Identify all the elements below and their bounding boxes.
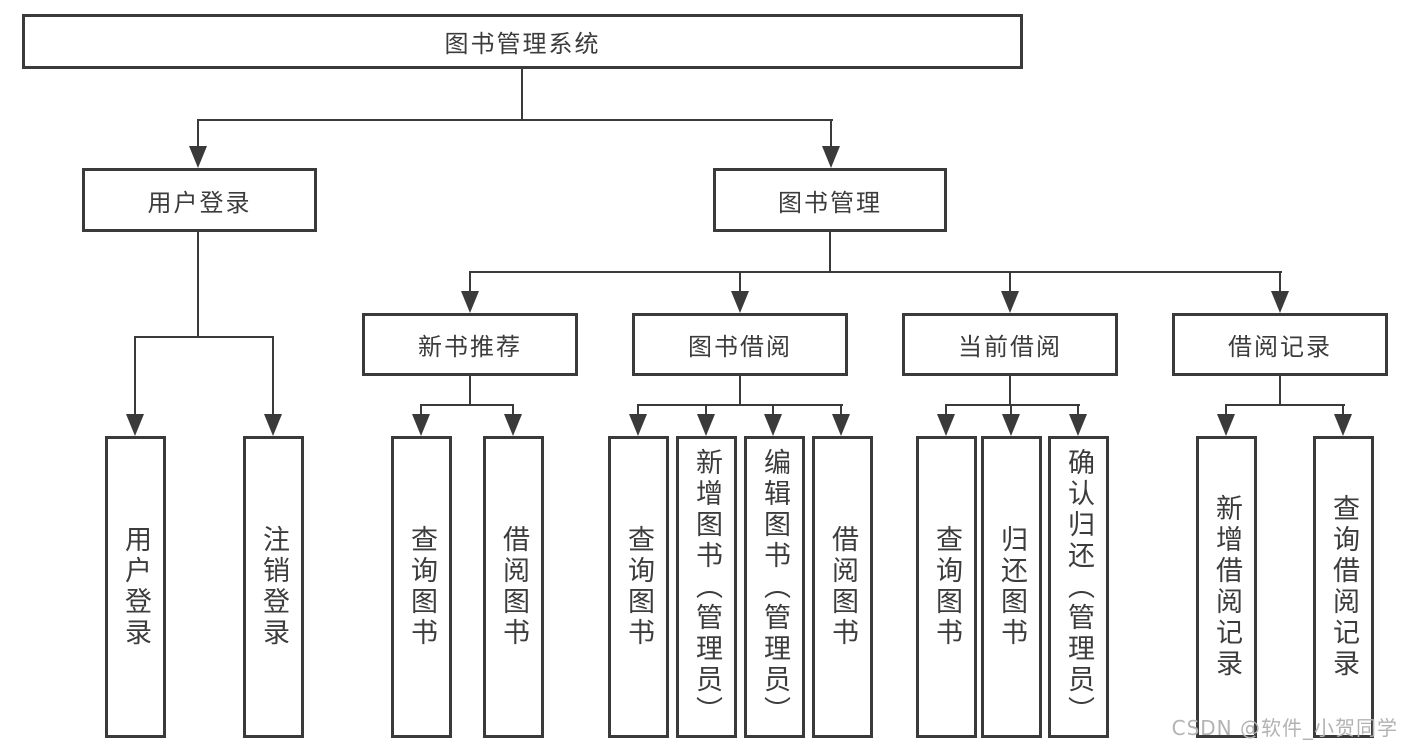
arrowhead-bb-add [697,414,715,436]
node-root: 图书管理系统 [22,14,1023,69]
connector-stem-bb-edit [772,404,774,414]
node-current-borrow: 当前借阅 [902,313,1118,376]
connector-user-login-bar [134,336,274,338]
node-bb-add-books-admin-label: 新增图书（管理员） [691,447,722,727]
arrowhead-cb-return [1002,414,1020,436]
connector-cb-bar [945,404,1080,406]
connector-stem-bb-add [705,404,707,414]
arrowhead-borrow-records [1271,291,1289,313]
connector-stem-book-borrow [739,271,741,291]
node-book-mgmt: 图书管理 [713,168,947,232]
node-bb-add-books-admin: 新增图书（管理员） [676,436,737,738]
connector-stem-bb-borrow [840,404,842,414]
arrowhead-logout-leaf [264,414,282,436]
connector-root-trunk [521,69,523,121]
connector-stem-logout-leaf [272,336,274,414]
node-rec-borrow-books: 借阅图书 [483,436,544,738]
node-borrow-records-label: 借阅记录 [1228,333,1332,361]
node-bb-edit-books-admin-label: 编辑图书（管理员） [759,447,790,727]
connector-stem-current-borrow [1009,271,1011,291]
connector-stem-rec-query [420,404,422,414]
connector-br-trunk [1279,376,1281,406]
arrowhead-br-add [1217,414,1235,436]
node-leaf-logout: 注销登录 [243,436,304,738]
connector-bb-bar [637,404,843,406]
connector-stem-cb-query [945,404,947,414]
connector-br-bar [1225,404,1345,406]
arrowhead-cb-query [937,414,955,436]
connector-level2-bar [197,119,833,121]
arrowhead-bb-borrow [832,414,850,436]
arrowhead-book-mgmt [822,146,840,168]
arrowhead-login-leaf [126,414,144,436]
node-book-borrow-label: 图书借阅 [688,333,792,361]
node-root-label: 图书管理系统 [444,30,601,58]
connector-stem-book-mgmt [830,119,832,146]
connector-book-mgmt-trunk [829,232,831,272]
node-book-mgmt-label: 图书管理 [778,188,882,217]
node-user-login: 用户登录 [82,168,317,232]
node-bb-edit-books-admin: 编辑图书（管理员） [744,436,805,738]
arrowhead-user-login [189,146,207,168]
connector-cb-trunk [1009,376,1011,406]
node-leaf-user-login: 用户登录 [105,436,166,738]
arrowhead-br-query [1334,414,1352,436]
node-new-book-rec-label: 新书推荐 [418,333,522,361]
node-cb-query-books-label: 查询图书 [931,525,962,649]
node-rec-borrow-books-label: 借阅图书 [498,525,529,649]
connector-stem-bb-query [637,404,639,414]
connector-stem-cb-return [1010,404,1012,414]
node-current-borrow-label: 当前借阅 [958,333,1062,361]
node-leaf-user-login-label: 用户登录 [120,525,151,649]
connector-stem-borrow-records [1279,271,1281,291]
node-cb-return-books: 归还图书 [981,436,1042,738]
connector-stem-br-add [1225,404,1227,414]
node-rec-query-books: 查询图书 [391,436,452,738]
node-cb-query-books: 查询图书 [916,436,977,738]
node-leaf-logout-label: 注销登录 [258,525,289,649]
connector-stem-user-login [197,119,199,146]
connector-rec-bar [420,404,514,406]
node-cb-confirm-return-admin-label: 确认归还（管理员） [1063,447,1094,727]
connector-user-login-trunk [197,232,199,337]
arrowhead-bb-edit [764,414,782,436]
arrowhead-rec-query [412,414,430,436]
connector-stem-rec-borrow [512,404,514,414]
arrowhead-book-borrow [731,291,749,313]
node-bb-borrow-books-label: 借阅图书 [827,525,858,649]
node-bb-query-books-label: 查询图书 [623,525,654,649]
node-br-query-record-label: 查询借阅记录 [1328,494,1359,680]
watermark: CSDN @软件_小贺同学 [1171,716,1398,740]
connector-stem-br-query [1342,404,1344,414]
arrowhead-cb-confirm [1069,414,1087,436]
node-br-add-record-label: 新增借阅记录 [1211,494,1242,680]
node-cb-return-books-label: 归还图书 [996,525,1027,649]
node-user-login-label: 用户登录 [147,188,252,217]
connector-level3-bar [469,271,1282,273]
connector-stem-login-leaf [134,336,136,414]
connector-stem-cb-confirm [1077,404,1079,414]
arrowhead-rec-borrow [504,414,522,436]
arrowhead-new-book-rec [461,291,479,313]
connector-stem-new-book-rec [469,271,471,291]
node-cb-confirm-return-admin: 确认归还（管理员） [1048,436,1109,738]
node-bb-query-books: 查询图书 [608,436,669,738]
connector-bb-trunk [739,376,741,406]
arrowhead-bb-query [629,414,647,436]
connector-rec-trunk [469,376,471,406]
node-br-query-record: 查询借阅记录 [1313,436,1374,738]
node-borrow-records: 借阅记录 [1172,313,1388,376]
node-br-add-record: 新增借阅记录 [1196,436,1257,738]
node-book-borrow: 图书借阅 [632,313,848,376]
arrowhead-current-borrow [1001,291,1019,313]
node-bb-borrow-books: 借阅图书 [812,436,873,738]
node-rec-query-books-label: 查询图书 [406,525,437,649]
node-new-book-rec: 新书推荐 [362,313,578,376]
